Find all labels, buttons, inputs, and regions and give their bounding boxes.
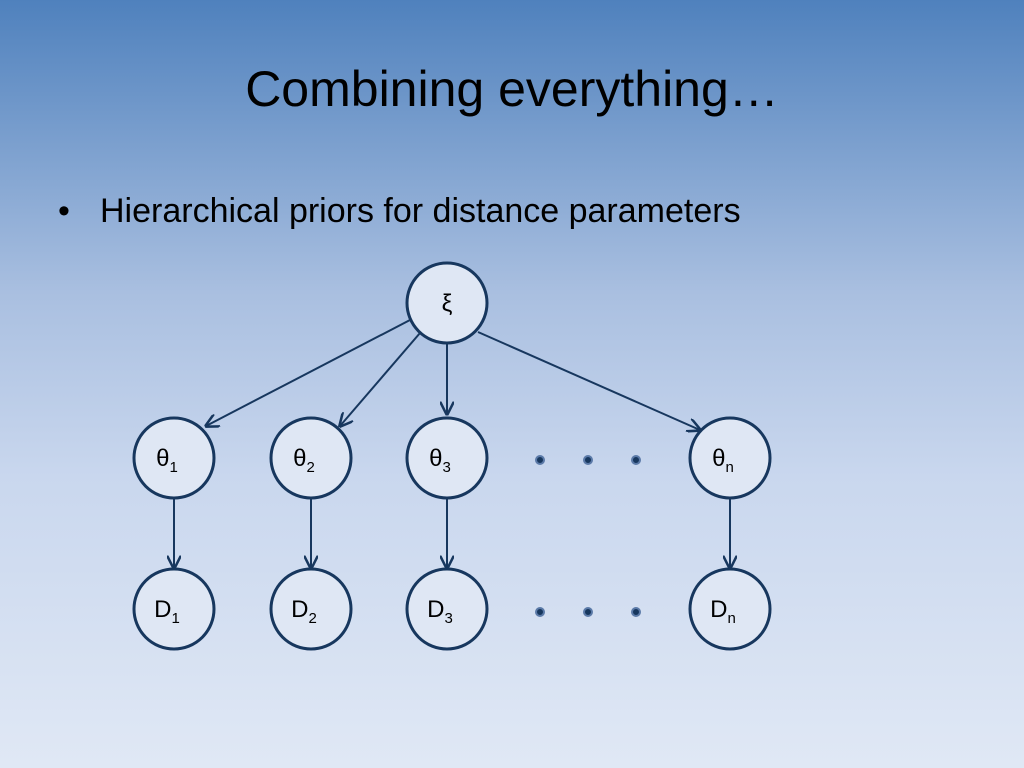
svg-text:D2: D2 <box>291 596 317 627</box>
node-d-1-sub: 1 <box>172 610 180 627</box>
node-d-n-sub: n <box>728 610 736 627</box>
edge-xi-theta2 <box>340 332 421 426</box>
svg-text:Dn: Dn <box>710 596 736 627</box>
node-theta-2-base: θ <box>293 445 306 472</box>
node-theta-n: θn <box>688 416 772 500</box>
node-theta-3: θ3 <box>405 416 489 500</box>
edge-xi-theta1 <box>206 319 411 426</box>
node-d-3: D3 <box>405 567 489 651</box>
bullet-symbol: • <box>58 192 70 230</box>
node-d-2-base: D <box>291 596 308 623</box>
svg-text:θ2: θ2 <box>293 445 315 476</box>
node-d-n: Dn <box>688 567 772 651</box>
node-theta-n-sub: n <box>726 459 734 476</box>
node-theta-3-sub: 3 <box>443 459 451 476</box>
node-d-n-base: D <box>710 596 727 623</box>
node-theta-2: θ2 <box>269 416 353 500</box>
node-theta-2-sub: 2 <box>307 459 315 476</box>
node-theta-n-base: θ <box>712 445 725 472</box>
node-theta-1: θ1 <box>132 416 216 500</box>
ellipsis-theta-row <box>535 455 641 465</box>
slide-title: Combining everything… <box>245 61 779 117</box>
node-d-1: D1 <box>132 567 216 651</box>
edge-xi-thetan <box>477 331 700 430</box>
svg-text:θn: θn <box>712 445 734 476</box>
node-d-2-sub: 2 <box>309 610 317 627</box>
ellipsis-data-row <box>535 607 641 617</box>
node-d-2: D2 <box>269 567 353 651</box>
node-xi-label: ξ <box>442 290 453 317</box>
svg-text:D1: D1 <box>154 596 180 627</box>
svg-text:θ3: θ3 <box>429 445 451 476</box>
bullet-text: Hierarchical priors for distance paramet… <box>100 192 741 230</box>
node-d-3-sub: 3 <box>445 610 453 627</box>
node-theta-3-base: θ <box>429 445 442 472</box>
svg-text:θ1: θ1 <box>156 445 178 476</box>
node-d-3-base: D <box>427 596 444 623</box>
node-d-1-base: D <box>154 596 171 623</box>
node-xi: ξ <box>405 261 489 345</box>
node-theta-1-base: θ <box>156 445 169 472</box>
svg-text:D3: D3 <box>427 596 453 627</box>
node-theta-1-sub: 1 <box>170 459 178 476</box>
bullet-item: • Hierarchical priors for distance parame… <box>58 192 741 231</box>
